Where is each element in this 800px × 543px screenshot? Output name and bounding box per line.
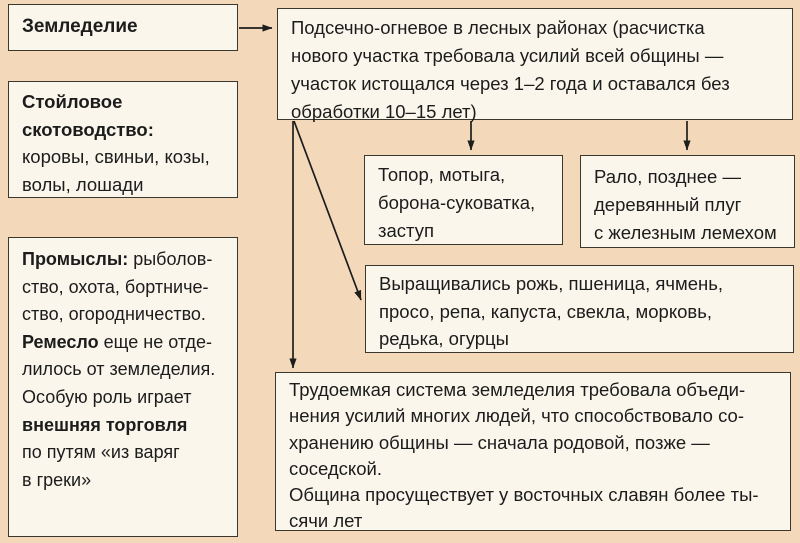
text-line: Стойловое (22, 88, 233, 116)
text-segment: просо, репа, капуста, свекла, морковь, (379, 300, 713, 322)
text-line: Земледелие (22, 13, 231, 41)
bold-segment: внешняя торговля (22, 414, 188, 435)
text-segment: ство, огородничество. (22, 304, 206, 325)
text-segment: еще не отде- (98, 331, 212, 352)
box-agriculture: Земледелие (8, 4, 238, 51)
text-line: Трудоемкая система земледелия требовала … (289, 377, 782, 403)
box-stall-cattle-breeding: Стойловое скотоводство: коровы, свиньи, … (8, 81, 238, 198)
text-line: Рало, позднее — (594, 163, 788, 191)
text-line: Особую роль играет (22, 384, 235, 412)
text-segment: рыболов- (128, 249, 213, 269)
text-line: сячи лет (289, 508, 782, 534)
text-segment: в греки» (22, 469, 92, 490)
text-segment: хранению общины — сначала родовой, позже… (289, 431, 710, 453)
box-community-preservation: Трудоемкая система земледелия требовала … (275, 372, 791, 531)
text-segment: нового участка требовала усилий всей общ… (291, 45, 724, 66)
text-segment: Топор, мотыга, (378, 164, 506, 185)
text-segment: с железным лемехом (594, 222, 777, 243)
text-line: редька, огурцы (379, 325, 785, 353)
text-segment: заступ (378, 220, 434, 241)
text-line: с железным лемехом (594, 219, 788, 247)
text-line: Подсечно-огневое в лесных районах (расчи… (291, 14, 784, 42)
text-segment: лилось от земледелия. (22, 359, 216, 380)
text-segment: борона-суковатка, (378, 192, 536, 213)
text-line: волы, лошади (22, 171, 233, 199)
text-segment: нения усилий многих людей, что способств… (289, 405, 745, 427)
text-line: Ремесло еще не отде- (22, 329, 235, 357)
text-line: скотоводство: (22, 116, 233, 144)
box-crafts-and-trade: Промыслы: рыболов- ство, охота, бортниче… (8, 237, 238, 537)
bold-segment: Ремесло (22, 331, 99, 352)
text-segment: Община просуществует у восточных славян … (289, 484, 759, 506)
text-segment: Рало, позднее — (594, 166, 741, 187)
text-segment: коровы, свиньи, козы, (22, 146, 210, 167)
text-line: участок истощался через 1–2 года и остав… (291, 70, 784, 98)
box-manual-tools: Топор, мотыга, борона-суковатка, заступ (364, 155, 563, 245)
text-segment: сячи лет (289, 510, 363, 532)
bold-segment: Промыслы: (22, 249, 129, 269)
text-line: просо, репа, капуста, свекла, морковь, (379, 298, 785, 326)
arrow-slash-burn-to-crops (293, 120, 362, 301)
text-line: нового участка требовала усилий всей общ… (291, 42, 784, 70)
text-line: хранению общины — сначала родовой, позже… (289, 430, 782, 456)
text-line: внешняя торговля (22, 412, 235, 440)
text-line: лилось от земледелия. (22, 356, 235, 384)
text-line: заступ (378, 217, 556, 245)
text-line: в греки» (22, 467, 235, 495)
text-line: Община просуществует у восточных славян … (289, 482, 782, 508)
text-segment: Подсечно-огневое в лесных районах (расчи… (291, 17, 705, 38)
bold-segment: скотоводство: (22, 118, 154, 140)
text-line: ство, охота, бортниче- (22, 274, 235, 302)
text-segment: Трудоемкая система земледелия требовала … (289, 379, 746, 400)
box-slash-and-burn-farming: Подсечно-огневое в лесных районах (расчи… (277, 8, 793, 122)
text-line: Промыслы: рыболов- (22, 246, 235, 274)
text-line: борона-суковатка, (378, 189, 556, 217)
text-line: Выращивались рожь, пшеница, ячмень, (379, 270, 785, 298)
text-line: нения усилий многих людей, что способств… (289, 403, 782, 429)
text-segment: Особую роль играет (22, 386, 192, 407)
box-crops-grown: Выращивались рожь, пшеница, ячмень, прос… (365, 265, 794, 353)
text-segment: обработки 10–15 лет) (291, 101, 477, 122)
text-line: соседской. (289, 456, 782, 482)
box-plough-tools: Рало, позднее — деревянный плуг с железн… (580, 155, 795, 248)
text-segment: волы, лошади (22, 173, 144, 195)
text-line: по путям «из варяг (22, 439, 235, 467)
text-line: деревянный плуг (594, 191, 788, 219)
text-segment: редька, огурцы (379, 328, 509, 349)
bold-segment: Стойловое (22, 91, 123, 112)
text-segment: соседской. (289, 457, 382, 479)
text-line: Топор, мотыга, (378, 161, 556, 189)
text-segment: Выращивались рожь, пшеница, ячмень, (379, 273, 724, 294)
text-segment: деревянный плуг (594, 194, 742, 215)
text-segment: ство, охота, бортниче- (22, 276, 209, 297)
text-line: ство, огородничество. (22, 301, 235, 329)
text-segment: участок истощался через 1–2 года и остав… (291, 73, 730, 94)
bold-segment: Земледелие (22, 16, 138, 37)
text-line: коровы, свиньи, козы, (22, 143, 233, 171)
text-line: обработки 10–15 лет) (291, 98, 784, 126)
text-segment: по путям «из варяг (22, 442, 180, 463)
